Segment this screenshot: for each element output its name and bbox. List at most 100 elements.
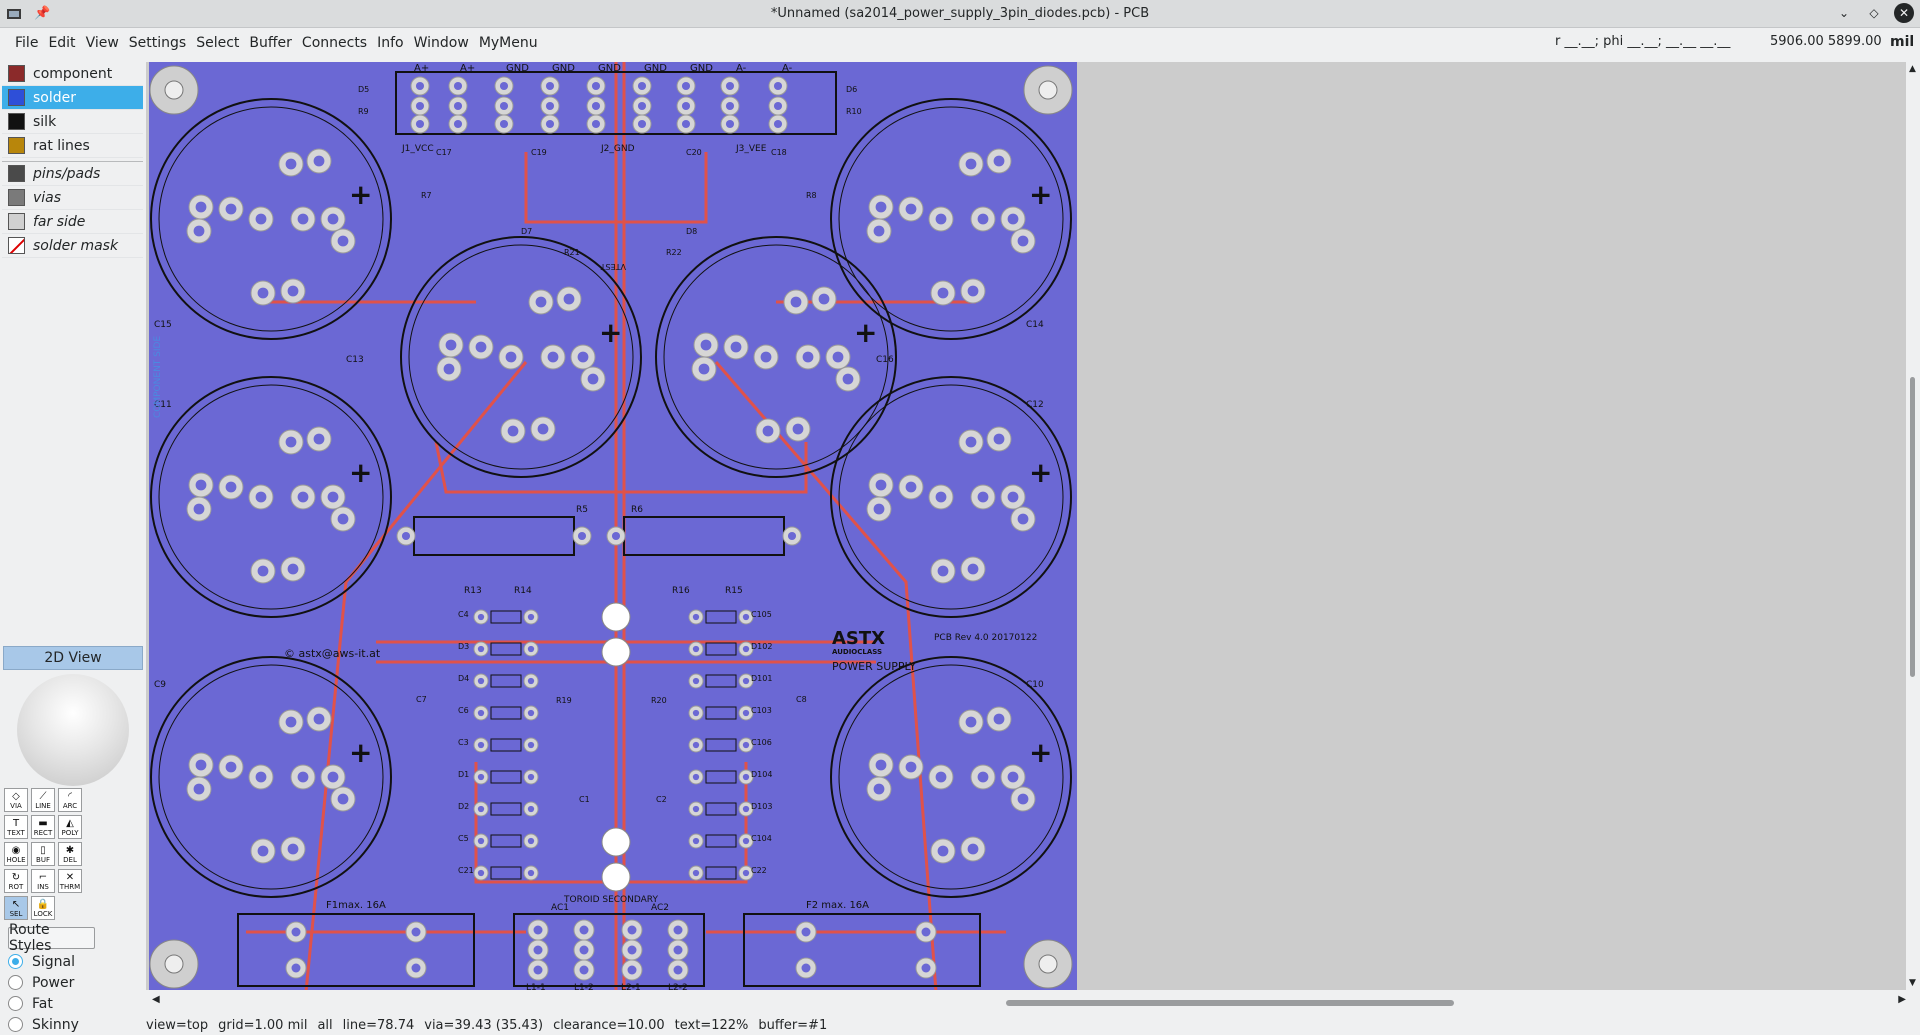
- mounting-hole-center: [1038, 80, 1058, 100]
- layer-swatch[interactable]: [8, 237, 25, 254]
- pad-hole: [527, 805, 535, 813]
- connector-label: J1_VCC: [401, 144, 434, 154]
- pad-hole: [477, 677, 485, 685]
- hole-tool-button[interactable]: ◉HOLE: [4, 842, 28, 866]
- route-style-skinny[interactable]: Skinny: [8, 1014, 79, 1035]
- buffer-tool-button[interactable]: ▯BUF: [31, 842, 55, 866]
- top-pin-label: GND: [506, 63, 529, 74]
- thermal-tool-button[interactable]: ✕THRM: [58, 869, 82, 893]
- layer-swatch[interactable]: [8, 213, 25, 230]
- pad-hole: [802, 351, 814, 363]
- pad-hole: [453, 81, 463, 91]
- scroll-right-arrow-icon[interactable]: ▶: [1898, 994, 1906, 1005]
- pad-hole: [842, 373, 854, 385]
- menu-settings[interactable]: Settings: [128, 35, 187, 51]
- rect-tool-button[interactable]: ▬RECT: [31, 815, 55, 839]
- ac-label: AC2: [651, 903, 669, 913]
- route-style-signal[interactable]: Signal: [8, 951, 79, 972]
- pad-hole: [505, 351, 517, 363]
- layer-swatch[interactable]: [8, 89, 25, 106]
- view-rotation-sphere[interactable]: [17, 674, 129, 786]
- rotate-tool-button[interactable]: ↻ROT: [4, 869, 28, 893]
- pad-hole: [337, 513, 349, 525]
- layer-swatch[interactable]: [8, 65, 25, 82]
- vertical-scroll-thumb[interactable]: [1910, 377, 1915, 677]
- select-tool-button[interactable]: ↖SEL: [4, 896, 28, 920]
- pad-hole: [579, 965, 589, 975]
- insert-tool-button[interactable]: ⌐INS: [31, 869, 55, 893]
- mid-part-label: D102: [751, 642, 772, 651]
- arc-tool-button[interactable]: ◜ARC: [58, 788, 82, 812]
- arc-icon: ◜: [68, 791, 72, 802]
- menu-info[interactable]: Info: [377, 35, 404, 51]
- 2d-view-button[interactable]: 2D View: [3, 646, 143, 670]
- menu-buffer[interactable]: Buffer: [249, 35, 292, 51]
- horizontal-scrollbar[interactable]: ◀ ▶: [146, 994, 1908, 1010]
- mid-part-label: C7: [416, 695, 427, 704]
- small-component: [490, 674, 522, 688]
- menu-select[interactable]: Select: [196, 35, 240, 51]
- lock-tool-button[interactable]: 🔒LOCK: [31, 896, 55, 920]
- radio-button[interactable]: [8, 975, 23, 990]
- route-style-power[interactable]: Power: [8, 972, 79, 993]
- radio-button[interactable]: [8, 1017, 23, 1032]
- route-style-label: Fat: [32, 995, 53, 1012]
- menu-edit[interactable]: Edit: [48, 35, 76, 51]
- pad-hole: [692, 645, 700, 653]
- radio-button[interactable]: [8, 954, 23, 969]
- layer-solder-mask[interactable]: solder mask: [2, 234, 143, 258]
- pad-hole: [579, 925, 589, 935]
- menu-mymenu[interactable]: MyMenu: [478, 35, 538, 51]
- poly-tool-button[interactable]: ◭POLY: [58, 815, 82, 839]
- menu-window[interactable]: Window: [413, 35, 469, 51]
- menu-connects[interactable]: Connects: [301, 35, 368, 51]
- pad-hole: [875, 201, 887, 213]
- layer-swatch[interactable]: [8, 113, 25, 130]
- pad-hole: [637, 101, 647, 111]
- small-component: [490, 802, 522, 816]
- horizontal-scroll-thumb[interactable]: [1006, 1000, 1454, 1006]
- layer-far-side[interactable]: far side: [2, 210, 143, 234]
- layer-swatch[interactable]: [8, 137, 25, 154]
- resistor-label: R16: [672, 586, 690, 596]
- pad-hole: [195, 759, 207, 771]
- route-styles-button[interactable]: Route Styles: [8, 922, 95, 954]
- layer-silk[interactable]: silk: [2, 110, 143, 134]
- pad-hole: [790, 296, 802, 308]
- close-button[interactable]: ✕: [1894, 3, 1914, 23]
- layer-component[interactable]: component: [2, 62, 143, 86]
- pad-hole: [547, 351, 559, 363]
- minimize-button[interactable]: ⌄: [1838, 6, 1850, 20]
- delete-tool-button[interactable]: ✱DEL: [58, 842, 82, 866]
- menu-file[interactable]: File: [15, 35, 39, 51]
- line-tool-button[interactable]: ⟋LINE: [31, 788, 55, 812]
- mid-part-label: C5: [458, 834, 469, 843]
- via-tool-button[interactable]: ◇VIA: [4, 788, 28, 812]
- layer-vias[interactable]: vias: [2, 186, 143, 210]
- route-style-fat[interactable]: Fat: [8, 993, 79, 1014]
- layer-solder[interactable]: solder: [2, 86, 143, 110]
- layer-swatch[interactable]: [8, 165, 25, 182]
- restore-button[interactable]: ◇: [1869, 6, 1879, 20]
- capacitor-label: C15: [154, 320, 172, 330]
- menu-view[interactable]: View: [85, 35, 119, 51]
- scroll-up-arrow-icon[interactable]: ▲: [1909, 64, 1916, 74]
- layer-rat-lines[interactable]: rat lines: [2, 134, 143, 158]
- thermal-icon: ✕: [65, 872, 75, 883]
- scroll-left-arrow-icon[interactable]: ◀: [152, 994, 160, 1005]
- units-toggle[interactable]: mil: [1890, 34, 1915, 50]
- scroll-down-arrow-icon[interactable]: ▼: [1909, 978, 1916, 988]
- pin-icon[interactable]: 📌: [34, 6, 51, 21]
- radio-button[interactable]: [8, 996, 23, 1011]
- vertical-scrollbar[interactable]: ▲ ▼: [1906, 62, 1920, 990]
- logo-main-text: ASTX: [832, 628, 885, 649]
- layer-pins-pads[interactable]: pins/pads: [2, 162, 143, 186]
- top-pin-label: GND: [690, 63, 713, 74]
- layer-swatch[interactable]: [8, 189, 25, 206]
- pad-hole: [257, 845, 269, 857]
- status-view: view=top: [146, 1018, 209, 1033]
